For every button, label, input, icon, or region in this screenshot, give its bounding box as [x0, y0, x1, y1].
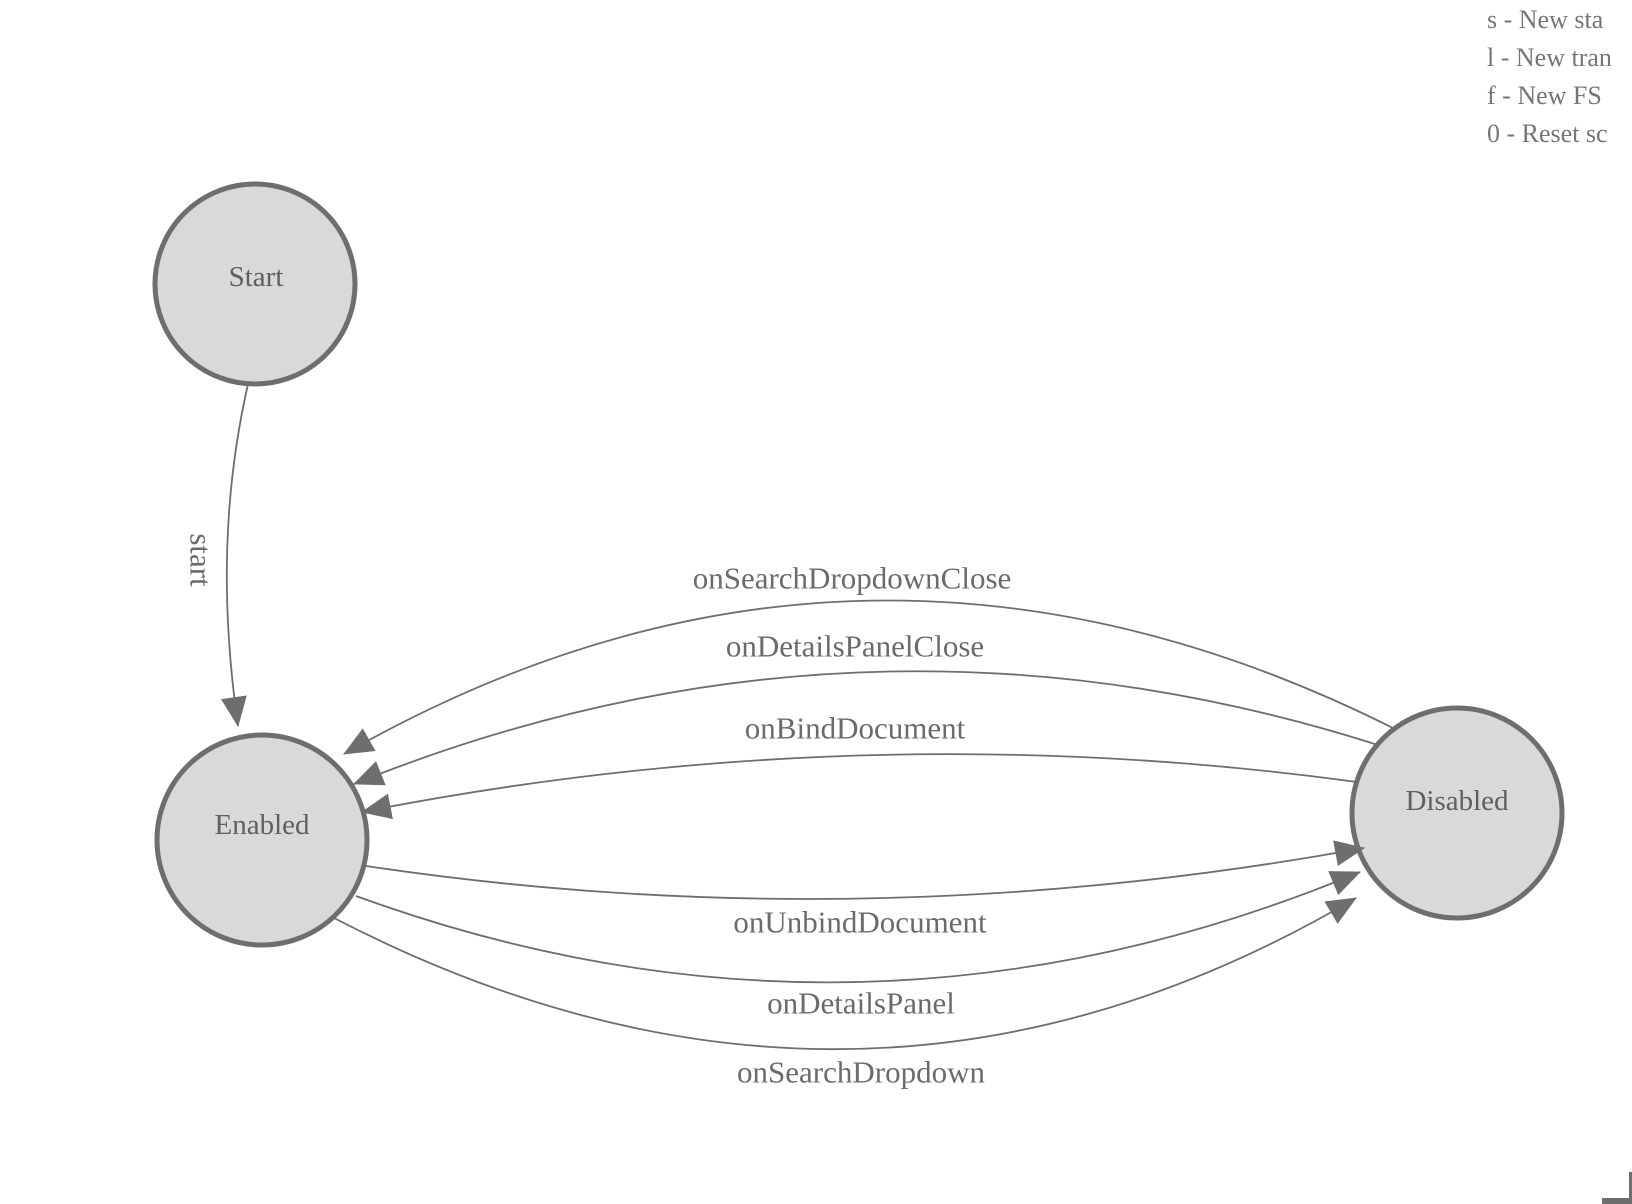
- transition-onDetailsPanelClose[interactable]: [353, 670, 1379, 786]
- state-label-disabled: Disabled: [1405, 785, 1509, 817]
- shortcut-legend: s - New sta l - New tran f - New FS 0 - …: [1487, 1, 1612, 153]
- transition-label-onDetailsPanelClose[interactable]: onDetailsPanelClose: [726, 629, 984, 664]
- state-node-enabled[interactable]: Enabled: [154, 732, 370, 948]
- transition-onSearchDropdownClose[interactable]: [343, 599, 1396, 755]
- state-node-start[interactable]: Start: [152, 181, 358, 387]
- transition-onBindDocument[interactable]: [361, 753, 1358, 820]
- legend-line-new-transition: l - New tran: [1487, 43, 1612, 72]
- transition-start[interactable]: [221, 383, 249, 727]
- transition-label-onUnbindDocument[interactable]: onUnbindDocument: [733, 905, 987, 940]
- resize-corner-horizontal: [1602, 1198, 1632, 1204]
- state-node-disabled[interactable]: Disabled: [1349, 705, 1565, 921]
- resize-corner[interactable]: [1602, 1172, 1632, 1204]
- legend-line-reset-scale: 0 - Reset sc: [1487, 119, 1608, 148]
- transition-label-onBindDocument[interactable]: onBindDocument: [745, 711, 966, 746]
- state-circle-enabled[interactable]: [154, 732, 370, 948]
- transition-label-start[interactable]: start: [184, 533, 219, 587]
- state-circle-disabled[interactable]: [1349, 705, 1565, 921]
- transition-label-onDetailsPanel[interactable]: onDetailsPanel: [767, 986, 955, 1021]
- state-circle-start[interactable]: [152, 181, 358, 387]
- transition-label-onSearchDropdown[interactable]: onSearchDropdown: [737, 1055, 985, 1090]
- legend-line-new-state: s - New sta: [1487, 5, 1604, 34]
- resize-corner-vertical: [1629, 1172, 1632, 1199]
- transition-onUnbindDocument[interactable]: [365, 840, 1365, 900]
- transition-label-onSearchDropdownClose[interactable]: onSearchDropdownClose: [693, 561, 1012, 596]
- legend-line-new-fsm: f - New FS: [1487, 81, 1602, 110]
- transition-onSearchDropdown[interactable]: [333, 897, 1357, 1051]
- state-label-enabled: Enabled: [214, 809, 310, 841]
- transition-onDetailsPanel[interactable]: [355, 871, 1361, 984]
- state-label-start: Start: [229, 261, 284, 293]
